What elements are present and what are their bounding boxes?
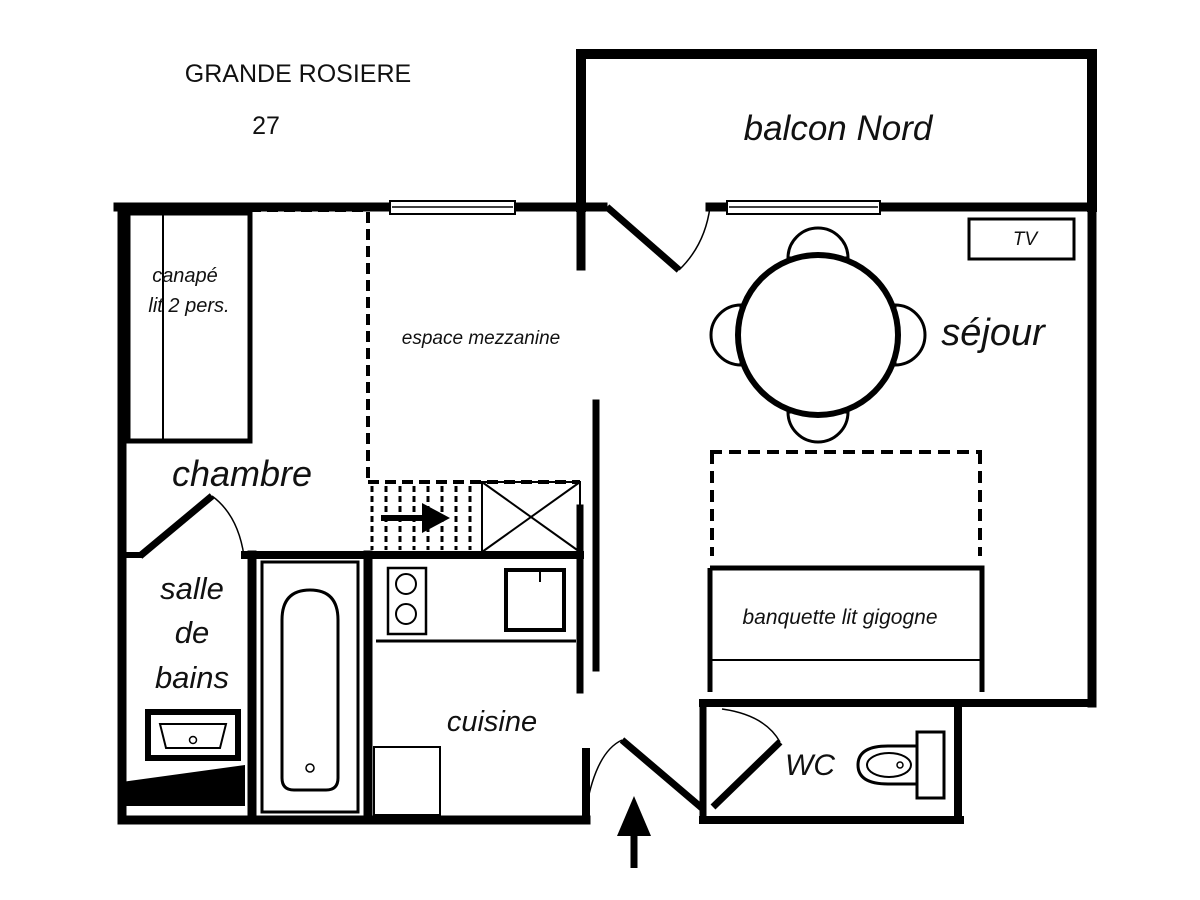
kitchen-label: cuisine	[447, 706, 537, 738]
bathroom-label-line3: bains	[155, 660, 229, 695]
balcony-label: balcon Nord	[744, 109, 934, 148]
stairs-arrow-icon	[381, 503, 450, 533]
trundle-bed-label: banquette lit gigogne	[743, 606, 938, 629]
chair-left-icon	[709, 303, 743, 367]
bathtub-icon	[260, 560, 360, 814]
washbasin-icon	[145, 709, 241, 761]
residence-name: GRANDE ROSIERE	[185, 60, 411, 88]
fridge-icon	[373, 746, 441, 816]
bathroom-label-line1: salle	[160, 571, 224, 606]
towel-rail	[122, 765, 245, 806]
dining-table-icon	[709, 226, 927, 444]
hob-icon	[386, 566, 428, 636]
walls	[113, 49, 1097, 825]
windows	[389, 200, 881, 215]
balcony-door	[604, 204, 682, 273]
sofa-bed-label-line2: lit 2 pers.	[148, 295, 229, 317]
chair-top-icon	[786, 226, 850, 260]
round-table	[735, 252, 901, 418]
bathroom-label-line2: de	[175, 615, 209, 650]
living-room-label: séjour	[941, 312, 1046, 354]
bathroom-door	[137, 493, 215, 559]
mezzanine-label: espace mezzanine	[402, 328, 560, 349]
entry-door	[619, 737, 706, 812]
sofa-bed-label-line1: canapé	[152, 265, 218, 287]
apartment-number: 27	[252, 112, 280, 140]
wc-label: WC	[785, 749, 835, 782]
sofa-bed	[125, 210, 253, 444]
toilet-icon	[856, 730, 946, 800]
trundle-bed	[707, 450, 985, 692]
doors	[137, 204, 783, 812]
bedroom-label: chambre	[172, 453, 312, 494]
stair-void	[481, 481, 581, 553]
sink-icon	[504, 568, 566, 632]
tv-label: TV	[1013, 229, 1040, 250]
chair-bottom-icon	[786, 410, 850, 444]
chair-right-icon	[893, 303, 927, 367]
entry-arrow-icon	[617, 796, 651, 868]
balcony-wall	[576, 49, 1097, 212]
tv-box	[967, 217, 1076, 261]
wc-door	[710, 739, 783, 810]
kitchen-counter	[373, 566, 576, 816]
